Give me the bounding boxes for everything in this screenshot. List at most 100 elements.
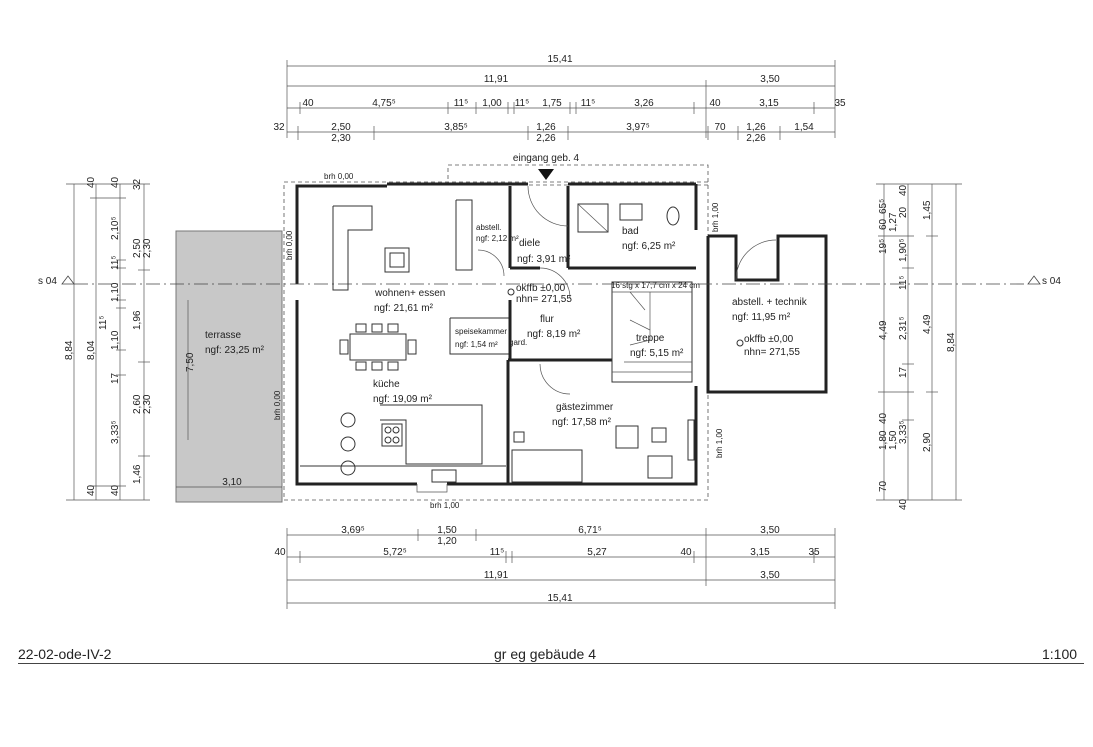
dim-right: 8,84 (946, 332, 957, 352)
dim-bottom-r4: 15,41 (547, 593, 572, 604)
dim-right: 1,80 (878, 430, 889, 450)
room-treppe-area: ngf: 5,15 m² (630, 348, 684, 359)
axis-marker-right-icon (1027, 275, 1041, 285)
dim-bottom-r1: 3,69⁵ (341, 525, 365, 536)
footer-divider (18, 663, 1084, 664)
dim-right: 65⁵ (878, 199, 889, 214)
room-technik-area: ngf: 11,95 m² (732, 312, 791, 323)
dim-right: 4,49 (922, 314, 933, 334)
dim-bottom-r2: 5,27 (587, 547, 607, 558)
dim-right: 20 (898, 206, 909, 218)
room-flur-area: ngf: 8,19 m² (527, 329, 581, 340)
room-diele-name: diele (519, 238, 541, 249)
dim-top-r4: 70 (714, 122, 726, 133)
dim-top-main: 11,91 (484, 74, 509, 85)
room-bad-name: bad (622, 226, 639, 237)
dim-left: 2,30 (142, 238, 153, 258)
dim-left: 40 (86, 176, 97, 188)
furniture (300, 203, 695, 483)
dim-left: 2,50 (132, 238, 143, 258)
dim-top-total: 15,41 (547, 54, 572, 65)
dim-top-r3: 35 (834, 98, 846, 109)
dim-right: 1,90⁵ (898, 238, 909, 262)
armchair-icon (615, 425, 639, 449)
room-abstell-area: ngf: 2,12 m² (476, 234, 519, 243)
room-gard-name: gard. (509, 338, 527, 347)
room-gaeste-name: gästezimmer (556, 402, 614, 413)
top-dimensions: 15,41 11,91 3,50 40 4,75⁵ 11⁵ 1,00 11⁵ 1… (273, 54, 846, 144)
dim-right: 2,31⁵ (898, 316, 909, 340)
dim-top-r3: 1,75 (542, 98, 562, 109)
washbasin-icon (619, 203, 643, 221)
entrance-label: eingang geb. 4 (513, 153, 580, 164)
dim-left: 1,10 (110, 282, 121, 302)
dim-right: 1,50 (888, 430, 899, 450)
walls (283, 181, 828, 501)
sofa-icon (332, 205, 373, 291)
drawing-title: gr eg gebäude 4 (494, 646, 596, 662)
axis-label-left: s 04 (38, 276, 57, 287)
level2-okffb: okffb ±0,00 (744, 334, 794, 345)
dim-right: 1,27 (888, 212, 899, 232)
right-dimensions: 65⁵ 60 40 20 1,27 19⁵ 1,90⁵ 11⁵ 4,49 2,3… (876, 183, 962, 510)
terrace-depth: 7,50 (185, 352, 196, 372)
sink-icon (431, 469, 457, 483)
dim-top-r4: 1,26 (536, 122, 556, 133)
dim-bottom-r2: 40 (274, 547, 286, 558)
dim-bottom-r2: 35 (808, 547, 820, 558)
drawing-scale: 1:100 (1042, 646, 1078, 662)
room-treppe-name: treppe (636, 333, 665, 344)
dim-left: 8,04 (86, 340, 97, 360)
terrace-width: 3,10 (222, 477, 242, 488)
dim-right: 40 (898, 498, 909, 510)
room-technik-name: abstell. + technik (732, 297, 808, 308)
dim-left: 3,33⁵ (110, 420, 121, 444)
dim-bottom-r2: 11⁵ (490, 547, 505, 558)
left-dimensions: 40 40 32 2,10⁵ 11⁵ 1,10 11⁵ 1,10 17 3,33… (64, 176, 153, 501)
toilet-icon (666, 206, 680, 226)
dim-top-r3: 3,15 (759, 98, 779, 109)
dim-top-r3: 1,00 (482, 98, 502, 109)
room-bad-area: ngf: 6,25 m² (622, 241, 676, 252)
dim-right: 70 (878, 480, 889, 492)
room-flur-name: flur (540, 314, 555, 325)
section-axis: s 04 s 04 (38, 275, 1061, 287)
dim-left: 2,10⁵ (110, 216, 121, 240)
dim-left: 1,96 (132, 310, 143, 330)
staircase-icon (611, 281, 693, 383)
room-speise-name: speisekammer (455, 327, 507, 336)
dim-top-r3: 40 (709, 98, 721, 109)
annotations: 16 stg x 17,7 cm x 24 cm okffb ±0,00 nhn… (273, 172, 800, 510)
level1-okffb: okffb ±0,00 (516, 283, 566, 294)
dim-bottom-r2: 3,15 (750, 547, 770, 558)
dim-left: 1,46 (132, 464, 143, 484)
dim-top-r4b: 2,30 (331, 133, 351, 144)
terrace-area-label: ngf: 23,25 m² (205, 345, 265, 356)
dim-top-r4: 1,26 (746, 122, 766, 133)
level1-nhn: nhn= 271,55 (516, 294, 572, 305)
dim-right: 11⁵ (898, 275, 909, 290)
dim-left: 11⁵ (110, 255, 121, 270)
level-marker-icon (507, 288, 515, 296)
dim-left: 2,60 (132, 394, 143, 414)
entrance-arrow-icon (538, 169, 554, 180)
dim-top-r4b: 2,26 (746, 133, 766, 144)
dim-top-r4b: 2,26 (536, 133, 556, 144)
dim-left: 17 (110, 372, 121, 384)
dim-left: 40 (110, 176, 121, 188)
dim-top-annex: 3,50 (760, 74, 780, 85)
stair-spec: 16 stg x 17,7 cm x 24 cm (611, 281, 700, 290)
dim-top-r3: 3,26 (634, 98, 654, 109)
dim-bottom-r1b: 1,20 (437, 536, 457, 547)
dim-left: 2,30 (142, 394, 153, 414)
room-diele-area: ngf: 3,91 m² (517, 254, 571, 265)
terrace-name: terrasse (205, 330, 242, 341)
room-kueche-name: küche (373, 379, 400, 390)
brh-top: brh 0,00 (324, 172, 354, 181)
dim-right: 19⁵ (878, 239, 889, 254)
dim-left: 40 (110, 484, 121, 496)
dim-top-r3: 4,75⁵ (372, 98, 396, 109)
dim-bottom-r3: 3,50 (760, 570, 780, 581)
terrace-area (175, 230, 283, 503)
